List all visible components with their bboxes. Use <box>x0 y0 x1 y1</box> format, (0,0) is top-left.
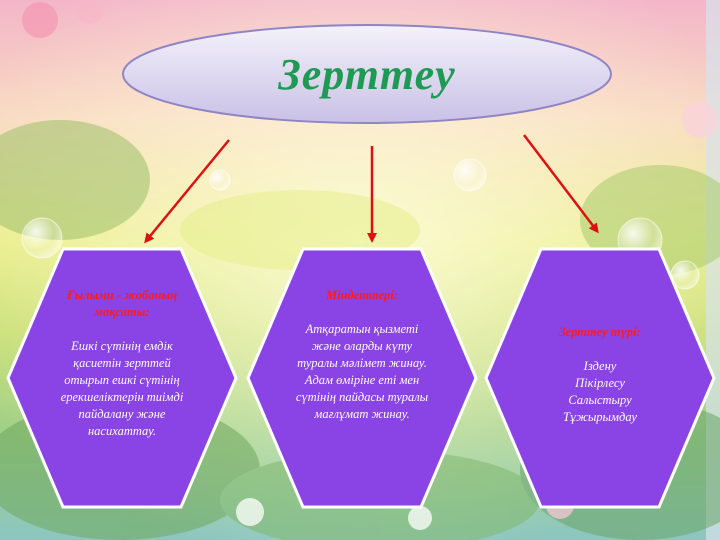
research-type-item: Салыстыру <box>568 393 632 407</box>
diagram-title: Зерттеу <box>278 49 456 99</box>
research-type-item: Іздену <box>583 359 617 373</box>
hexagon-shape <box>246 247 478 509</box>
hexagon-shape <box>6 247 238 509</box>
hexagon-tasks-heading: Міндеттері: <box>326 288 398 302</box>
hexagon-shape <box>484 247 716 509</box>
hexagon-tasks-line-2: Адам өміріне еті мен сүтінің пайдасы тур… <box>295 373 429 421</box>
hexagon-tasks-line-1: Атқаратын қызметі және оларды күту турал… <box>297 322 427 370</box>
hexagon-tasks: Міндеттері: Атқаратын қызметі және олард… <box>245 246 479 510</box>
title-ellipse <box>122 24 612 124</box>
hexagon-tasks-text: Міндеттері: Атқаратын қызметі және олард… <box>291 287 433 423</box>
research-type-item: Тұжырымдау <box>563 410 637 424</box>
hexagon-goal-body: Ешкі сүтінің емдік қасиетін зерттей отыр… <box>60 339 184 438</box>
hexagon-research-type: Зерттеу түрі: Іздену Пікірлесу Салыстыру… <box>483 246 717 510</box>
hexagon-goal-text: Ғылыми - жобаның мақсаты: Ешкі сүтінің е… <box>51 287 193 440</box>
hexagon-research-type-text: Зерттеу түрі: Іздену Пікірлесу Салыстыру… <box>529 324 671 426</box>
research-type-item: Пікірлесу <box>575 376 625 390</box>
hexagon-research-type-heading: Зерттеу түрі: <box>559 325 641 339</box>
hexagon-goal-heading: Ғылыми - жобаның мақсаты: <box>66 288 178 319</box>
hexagon-goal: Ғылыми - жобаның мақсаты: Ешкі сүтінің е… <box>5 246 239 510</box>
